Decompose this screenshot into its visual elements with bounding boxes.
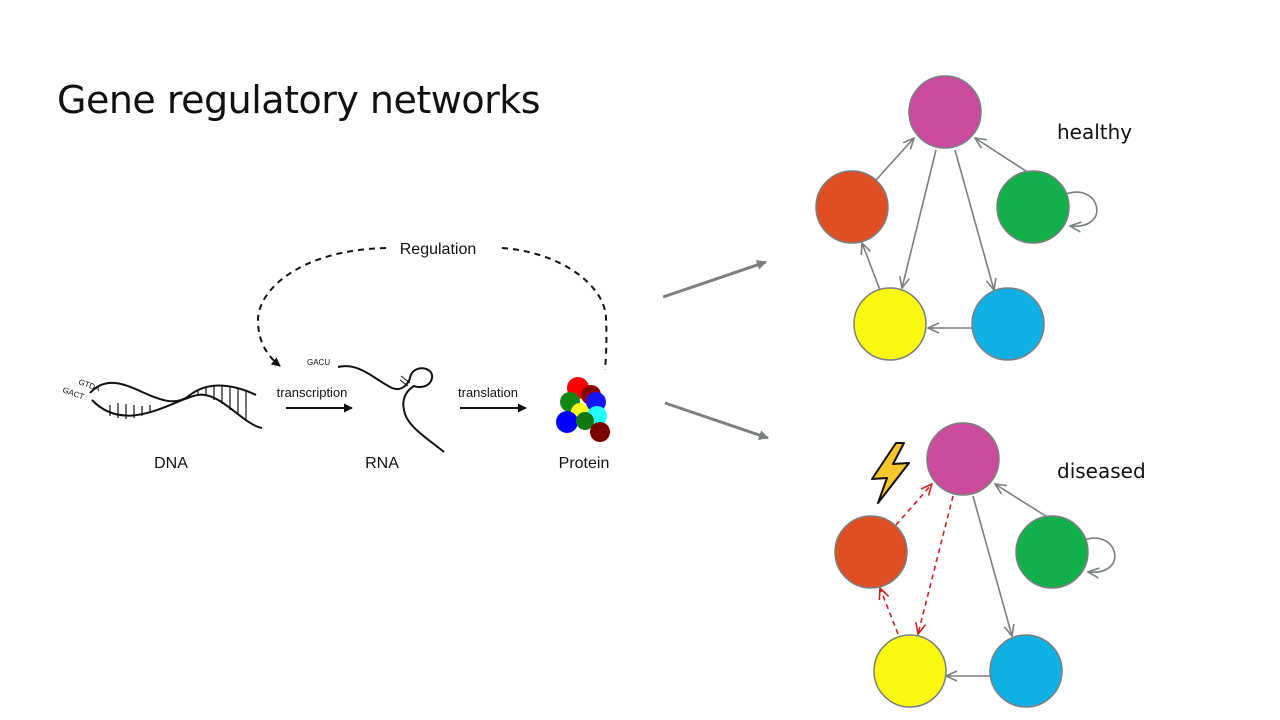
dna-label: DNA bbox=[154, 455, 188, 472]
edge-green-self-loop bbox=[1083, 537, 1116, 572]
healthy-label: healthy bbox=[1057, 120, 1132, 144]
edge-yellow-to-orange bbox=[862, 243, 881, 291]
dna-helix-icon: GTDA GACT bbox=[61, 377, 263, 429]
node-yellow bbox=[873, 634, 947, 708]
diseased-label: diseased bbox=[1057, 459, 1146, 483]
edge-magenta-to-blue bbox=[972, 495, 1012, 636]
node-blue bbox=[971, 287, 1045, 361]
edge-orange-to-magenta bbox=[875, 138, 914, 181]
regulation-label: Regulation bbox=[400, 241, 477, 258]
node-yellow bbox=[853, 287, 927, 361]
node-green bbox=[996, 170, 1070, 244]
lightning-bolt-icon bbox=[871, 442, 910, 504]
node-green bbox=[1015, 515, 1089, 589]
node-orange bbox=[834, 515, 908, 589]
central-dogma: GTDA GACT DNA transcription GACU RNA tra… bbox=[61, 241, 610, 472]
protein-label: Protein bbox=[559, 455, 610, 472]
healthy-network: healthy bbox=[815, 75, 1132, 361]
rna-label: RNA bbox=[365, 455, 399, 472]
edge-magenta-to-yellow bbox=[902, 149, 937, 288]
regulation-arc-right bbox=[501, 247, 608, 371]
branch-arrow-diseased bbox=[664, 401, 769, 440]
edge-green-self-loop bbox=[1065, 191, 1098, 226]
slide-title: Gene regulatory networks bbox=[57, 78, 541, 122]
node-blue bbox=[989, 634, 1063, 708]
rna-strand-text: GACU bbox=[307, 358, 330, 367]
branch-arrow-healthy bbox=[662, 260, 767, 299]
rna-strand-icon: GACU bbox=[307, 358, 445, 453]
edge-orange-to-magenta-perturbed bbox=[895, 484, 932, 526]
edge-yellow-to-orange-perturbed bbox=[880, 588, 899, 635]
node-magenta bbox=[926, 422, 1000, 496]
edge-magenta-to-blue bbox=[954, 149, 994, 290]
node-magenta bbox=[908, 75, 982, 149]
regulation-arc-left bbox=[256, 247, 387, 367]
edge-green-to-magenta bbox=[995, 484, 1053, 521]
node-orange bbox=[815, 170, 889, 244]
dna-strand-text-bottom: GACT bbox=[61, 385, 85, 401]
edge-green-to-magenta bbox=[975, 138, 1033, 176]
protein-cluster-icon bbox=[556, 377, 610, 442]
edge-magenta-to-yellow-perturbed bbox=[918, 495, 954, 634]
diseased-network: diseased bbox=[834, 422, 1146, 708]
translation-label: translation bbox=[458, 385, 518, 400]
transcription-label: transcription bbox=[277, 385, 348, 400]
